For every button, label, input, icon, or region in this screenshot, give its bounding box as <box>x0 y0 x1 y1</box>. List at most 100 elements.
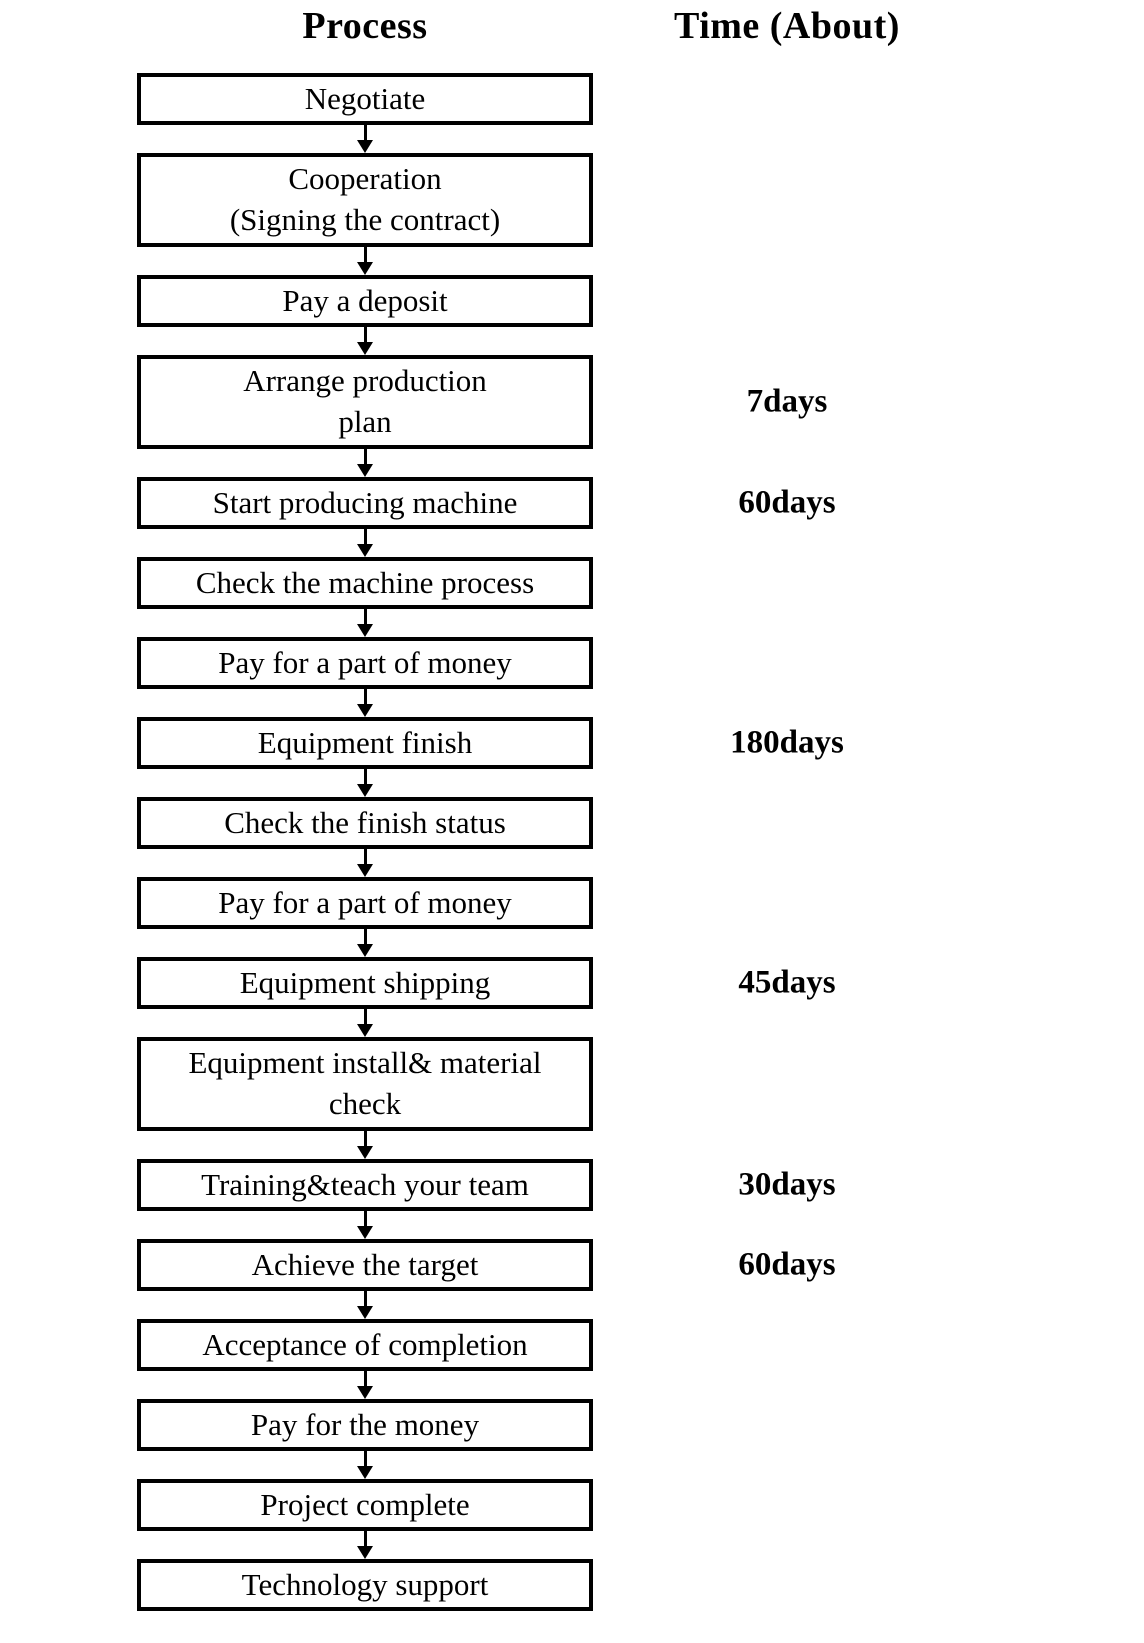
step-time-label: 30days <box>738 1166 836 1203</box>
step-label: Achieve the target <box>251 1246 479 1282</box>
arrow-head <box>357 1226 373 1239</box>
flow-step: Check the finish status <box>0 797 1144 849</box>
step-label: Pay for the money <box>250 1406 480 1442</box>
down-arrow-icon <box>137 769 593 797</box>
down-arrow-icon <box>137 609 593 637</box>
step-box: Pay a deposit <box>137 275 593 327</box>
flow-step: Negotiate <box>0 73 1144 125</box>
flow-step: Pay for a part of money <box>0 877 1144 929</box>
down-arrow-icon <box>137 125 593 153</box>
arrow-stem <box>363 125 367 140</box>
flow-step: Pay for the money <box>0 1399 1144 1451</box>
down-arrow-icon <box>137 1291 593 1319</box>
down-arrow-icon <box>137 849 593 877</box>
arrow-head <box>357 1306 373 1319</box>
arrow-stem <box>363 1531 367 1546</box>
step-label: Check the finish status <box>224 804 506 840</box>
arrow-stem <box>363 849 367 864</box>
step-box: Start producing machine <box>137 477 593 529</box>
arrow-head <box>357 1146 373 1159</box>
arrow-head <box>357 464 373 477</box>
down-arrow-icon <box>137 449 593 477</box>
down-arrow-icon <box>137 1131 593 1159</box>
flow-step: Equipment shipping 45days <box>0 957 1144 1009</box>
arrow-stem <box>363 769 367 784</box>
arrow-head <box>357 1466 373 1479</box>
step-box: Training&teach your team <box>137 1159 593 1211</box>
down-arrow-icon <box>137 1531 593 1559</box>
step-label: Pay a deposit <box>282 282 448 318</box>
arrow-stem <box>363 1211 367 1226</box>
flow-step: Start producing machine 60days <box>0 477 1144 529</box>
step-box: Equipment shipping <box>137 957 593 1009</box>
step-label: Pay for a part of money <box>218 884 512 920</box>
step-box: Technology support <box>137 1559 593 1611</box>
down-arrow-icon <box>137 247 593 275</box>
flow-step: Pay a deposit <box>0 275 1144 327</box>
step-label: Pay for a part of money <box>218 644 512 680</box>
arrow-stem <box>363 929 367 944</box>
step-label: Equipment install& material check <box>188 1045 542 1121</box>
step-label: Project complete <box>260 1486 470 1522</box>
down-arrow-icon <box>137 529 593 557</box>
arrow-head <box>357 784 373 797</box>
flow-step: Equipment finish 180days <box>0 717 1144 769</box>
step-time-label: 45days <box>738 964 836 1001</box>
down-arrow-icon <box>137 929 593 957</box>
arrow-head <box>357 1386 373 1399</box>
arrow-stem <box>363 247 367 262</box>
process-column-header: Process <box>302 5 428 47</box>
arrow-stem <box>363 449 367 464</box>
flow-step: Project complete <box>0 1479 1144 1531</box>
down-arrow-icon <box>137 1451 593 1479</box>
flow-step: Arrange production plan 7days <box>0 355 1144 449</box>
down-arrow-icon <box>137 327 593 355</box>
step-label: Negotiate <box>304 80 426 116</box>
arrow-head <box>357 1024 373 1037</box>
arrow-head <box>357 342 373 355</box>
step-box: Equipment install& material check <box>137 1037 593 1131</box>
arrow-head <box>357 1546 373 1559</box>
step-box: Pay for the money <box>137 1399 593 1451</box>
arrow-stem <box>363 1451 367 1466</box>
step-label: Equipment finish <box>257 724 473 760</box>
arrow-stem <box>363 1009 367 1024</box>
step-box: Achieve the target <box>137 1239 593 1291</box>
step-label: Acceptance of completion <box>202 1326 528 1362</box>
step-box: Cooperation (Signing the contract) <box>137 153 593 247</box>
arrow-stem <box>363 529 367 544</box>
arrow-stem <box>363 1131 367 1146</box>
step-time-label: 7days <box>746 383 828 420</box>
step-label: Start producing machine <box>212 484 518 520</box>
step-box: Acceptance of completion <box>137 1319 593 1371</box>
arrow-head <box>357 704 373 717</box>
step-box: Pay for a part of money <box>137 877 593 929</box>
flow-step: Achieve the target 60days <box>0 1239 1144 1291</box>
step-box: Equipment finish <box>137 717 593 769</box>
step-label: Check the machine process <box>195 564 535 600</box>
arrow-head <box>357 944 373 957</box>
arrow-head <box>357 864 373 877</box>
step-box: Project complete <box>137 1479 593 1531</box>
step-box: Pay for a part of money <box>137 637 593 689</box>
flow-step: Equipment install& material check <box>0 1037 1144 1131</box>
flow-step: Check the machine process <box>0 557 1144 609</box>
arrow-stem <box>363 689 367 704</box>
down-arrow-icon <box>137 1211 593 1239</box>
down-arrow-icon <box>137 1009 593 1037</box>
arrow-stem <box>363 327 367 342</box>
step-box: Negotiate <box>137 73 593 125</box>
step-label: Technology support <box>241 1566 489 1602</box>
flow-step: Acceptance of completion <box>0 1319 1144 1371</box>
flow-step: Training&teach your team 30days <box>0 1159 1144 1211</box>
arrow-stem <box>363 1371 367 1386</box>
flow-step: Pay for a part of money <box>0 637 1144 689</box>
step-box: Arrange production plan <box>137 355 593 449</box>
step-time-label: 60days <box>738 484 836 521</box>
step-label: Equipment shipping <box>239 964 491 1000</box>
time-column-header: Time (About) <box>674 5 900 47</box>
step-label: Training&teach your team <box>201 1166 529 1202</box>
step-label: Cooperation (Signing the contract) <box>229 161 501 237</box>
step-box: Check the finish status <box>137 797 593 849</box>
flow-step: Cooperation (Signing the contract) <box>0 153 1144 247</box>
